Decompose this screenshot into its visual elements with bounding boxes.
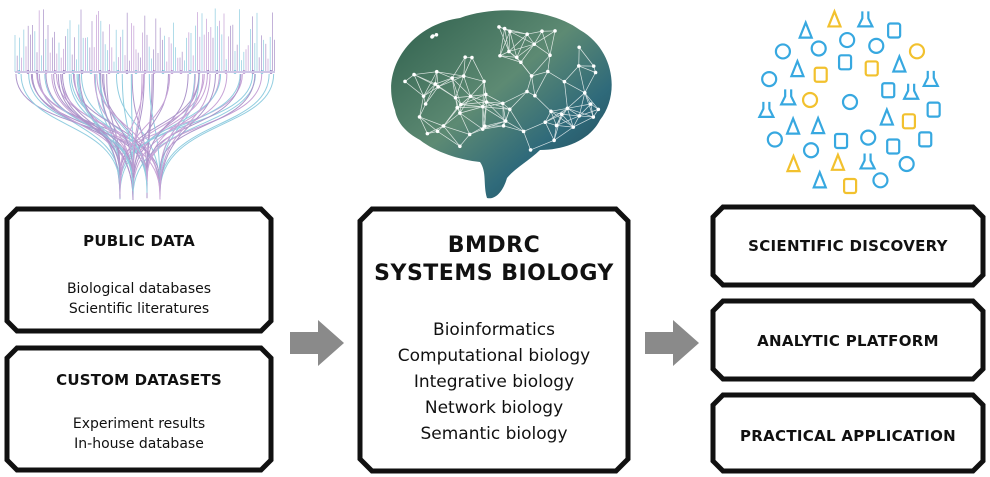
public-data-item: Biological databases [66,281,212,297]
outcome-box-scientific-discovery: SCIENTIFIC DISCOVERY [710,204,986,288]
center-title-line2: SYSTEMS BIOLOGY [374,261,614,286]
custom-datasets-item: In-house database [74,436,204,452]
center-item: Semantic biology [420,424,568,444]
center-item: Network biology [424,398,564,418]
center-item: Bioinformatics [433,320,555,340]
systems-biology-box: BMDRC SYSTEMS BIOLOGY Bioinformatics Com… [357,206,631,474]
center-item: Integrative biology [413,372,575,392]
public-data-title: PUBLIC DATA [83,232,195,250]
outcome-label: SCIENTIFIC DISCOVERY [748,237,948,255]
custom-datasets-item: Experiment results [72,416,206,432]
public-data-box: PUBLIC DATA Biological databases Scienti… [4,206,274,334]
center-title-line1: BMDRC [447,233,541,258]
outcome-label: ANALYTIC PLATFORM [757,332,939,350]
data-network-graphic [14,8,276,200]
public-data-item: Scientific literatures [68,301,210,317]
custom-datasets-box: CUSTOM DATASETS Experiment results In-ho… [4,345,274,473]
outcome-box-analytic-platform: ANALYTIC PLATFORM [710,298,986,382]
science-icons-circle [757,8,941,195]
outcome-label: PRACTICAL APPLICATION [740,427,956,445]
arrow-right-icon [645,320,699,366]
brain-network-graphic [391,10,612,199]
center-item: Computational biology [397,346,591,366]
arrow-right-icon [290,320,344,366]
outcome-box-practical-application: PRACTICAL APPLICATION [710,392,986,474]
custom-datasets-title: CUSTOM DATASETS [56,371,222,389]
